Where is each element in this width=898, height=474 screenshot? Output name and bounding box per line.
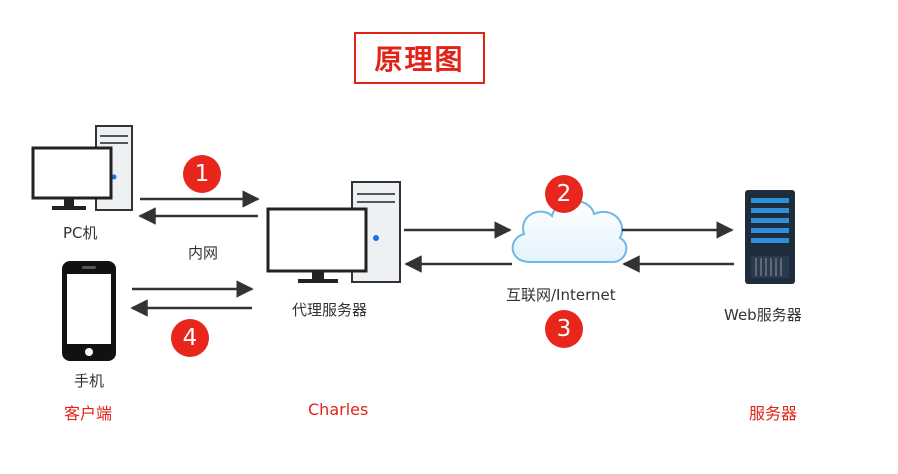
proxy-label: 代理服务器 [292, 301, 368, 319]
web-server-label: Web服务器 [724, 306, 802, 324]
charles-group-label: Charles [308, 400, 369, 419]
pc-computer-icon [31, 125, 133, 211]
step-2-badge: 2 [545, 175, 583, 213]
step-3-badge: 3 [545, 310, 583, 348]
step-4-badge: 4 [171, 319, 209, 357]
phone-label: 手机 [74, 372, 105, 390]
server-group-label: 服务器 [749, 404, 798, 423]
internet-label: 互联网/Internet [506, 286, 616, 304]
diagram-title: 原理图 [354, 32, 485, 84]
client-group-label: 客户端 [64, 404, 113, 423]
intranet-label: 内网 [188, 244, 219, 262]
web-server-icon [745, 190, 795, 284]
phone-icon [62, 261, 116, 361]
step-1-badge: 1 [183, 155, 221, 193]
proxy-server-icon [266, 181, 401, 283]
pc-label: PC机 [63, 224, 98, 242]
